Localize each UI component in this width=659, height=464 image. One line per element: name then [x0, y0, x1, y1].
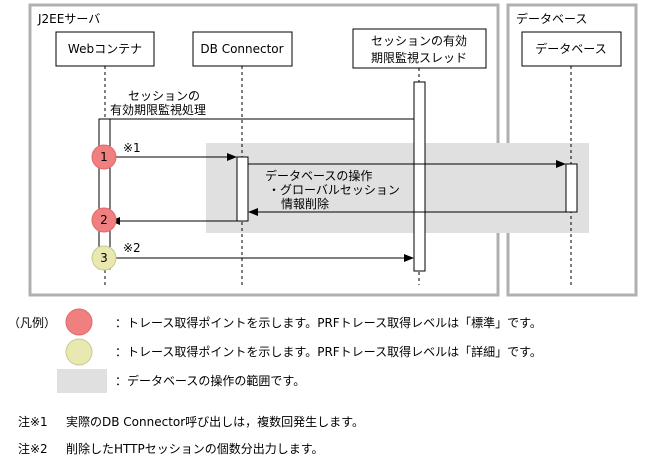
legend-red-text: ：トレース取得ポイントを示します。PRFトレース取得レベルは「標準」です。 [115, 316, 542, 330]
note-1-label: 注※1 [18, 415, 48, 429]
trace-point-1 [91, 144, 117, 170]
note-2: 注※2 削除したHTTPセッションの個数分出力します。 [18, 440, 324, 457]
session-thread-activation [413, 81, 426, 272]
session-thread-box [352, 28, 487, 69]
db-operation-region [206, 143, 589, 233]
trace-point-2 [91, 207, 117, 233]
note-mark-1: ※1 [123, 141, 141, 155]
trace-point-3-label: 3 [100, 251, 108, 265]
legend-yellow-point-icon [65, 338, 93, 366]
trace-point-2-label: 2 [100, 213, 108, 227]
legend-yellow-text: ：トレース取得ポイントを示します。PRFトレース取得レベルは「詳細」です。 [115, 345, 542, 359]
db-operation-item-2: 情報削除 [281, 196, 329, 211]
note-1-text: 実際のDB Connector呼び出しは，複数回発生します。 [66, 415, 364, 429]
database-frame-label: データベース [516, 11, 587, 26]
db-operation-title: データベースの操作 [265, 168, 372, 183]
db-connector-activation [236, 156, 249, 222]
db-operation-item-1: ・グローバルセッション [268, 183, 400, 197]
database-lifeline-label: データベース [535, 41, 606, 56]
expiry-check-label-1: セッションの [128, 89, 200, 103]
db-connector-box [192, 31, 293, 67]
db-connector-label: DB Connector [200, 42, 283, 56]
legend-title: （凡例） [8, 316, 57, 330]
trace-point-3 [91, 245, 117, 271]
trace-point-1-label: 1 [100, 150, 108, 164]
web-container-label: Webコンテナ [68, 42, 142, 56]
legend-gray-region-swatch [57, 369, 107, 393]
session-thread-label-1: セッションの有効 [371, 33, 467, 48]
database-activation [565, 163, 578, 213]
note-mark-2: ※2 [123, 241, 141, 255]
expiry-check-label-2: 有効期限監視処理 [110, 102, 206, 117]
note-1: 注※1 実際のDB Connector呼び出しは，複数回発生します。 [18, 413, 364, 430]
legend-red-point-icon [65, 308, 93, 336]
j2ee-server-label: J2EEサーバ [37, 12, 100, 26]
note-2-text: 削除したHTTPセッションの個数分出力します。 [66, 442, 324, 456]
web-container-box [55, 31, 155, 67]
session-thread-label-2: 期限監視スレッド [371, 50, 467, 65]
legend-gray-text: ：データベースの操作の範囲です。 [115, 374, 306, 388]
note-2-label: 注※2 [18, 442, 48, 456]
